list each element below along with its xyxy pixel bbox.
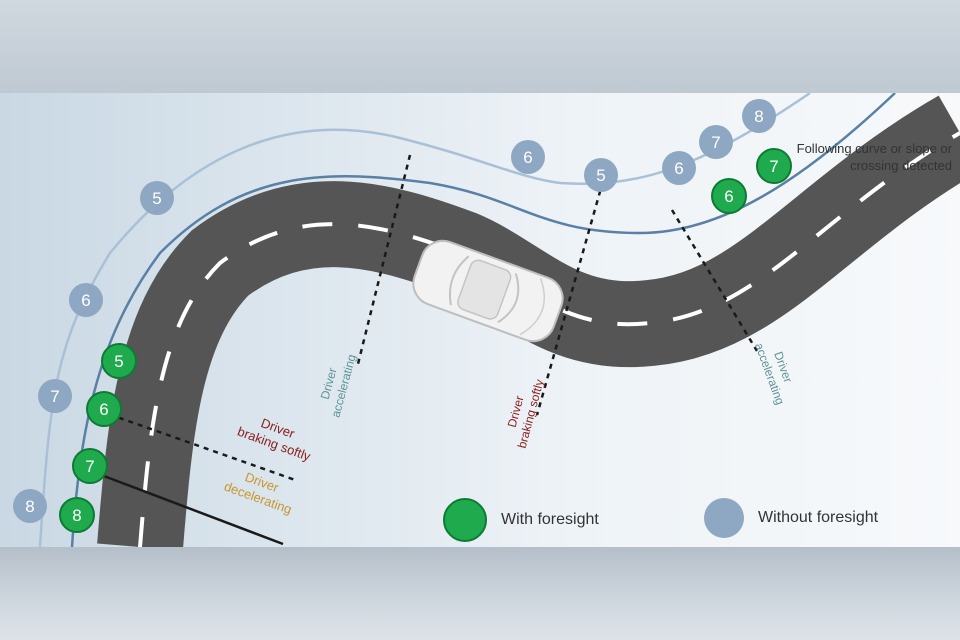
svg-text:6: 6 — [99, 400, 108, 419]
marker-without: 6 — [511, 140, 545, 174]
bottom-band — [0, 547, 960, 640]
marker-with: 6 — [711, 178, 747, 214]
foresight-diagram: Driver accelerating Driver braking softl… — [13, 93, 960, 547]
marker-without: 5 — [140, 181, 174, 215]
brake-mid-label: Driver braking softly — [500, 374, 546, 450]
legend-with-dot — [443, 498, 487, 542]
legend-without-label: Without foresight — [758, 509, 879, 526]
legend-with: With foresight — [443, 498, 599, 542]
decel-left-label: Driver decelerating — [222, 464, 299, 517]
without-foresight-trace — [38, 93, 811, 547]
marker-with: 6 — [86, 391, 122, 427]
marker-without: 7 — [699, 125, 733, 159]
accel-left-label: Driver accelerating — [314, 349, 359, 419]
marker-with: 7 — [756, 148, 792, 184]
with-foresight-trace — [70, 93, 896, 547]
legend-without-dot — [704, 498, 744, 538]
svg-text:8: 8 — [754, 107, 763, 126]
diagram-panel: Driver accelerating Driver braking softl… — [0, 93, 960, 547]
marker-without: 8 — [13, 489, 47, 523]
svg-text:6: 6 — [523, 148, 532, 167]
svg-text:7: 7 — [769, 157, 778, 176]
curve-detected-note: Following curve or slope or crossing det… — [796, 141, 952, 173]
marker-without: 7 — [38, 379, 72, 413]
brake-left-label: Driver braking softly — [236, 409, 319, 464]
legend-without: Without foresight — [704, 498, 878, 538]
svg-text:5: 5 — [152, 189, 161, 208]
svg-text:8: 8 — [72, 506, 81, 525]
marker-without: 6 — [69, 283, 103, 317]
svg-text:6: 6 — [724, 187, 733, 206]
top-band — [0, 0, 960, 93]
marker-with: 5 — [101, 343, 137, 379]
decel-left-line — [95, 471, 284, 546]
legend-with-label: With foresight — [501, 511, 599, 528]
svg-text:7: 7 — [85, 457, 94, 476]
svg-text:5: 5 — [114, 352, 123, 371]
accel-right-label: Driver accelerating — [752, 336, 801, 407]
svg-text:6: 6 — [674, 159, 683, 178]
svg-text:8: 8 — [25, 497, 34, 516]
car — [412, 239, 564, 343]
svg-text:7: 7 — [711, 133, 720, 152]
svg-text:6: 6 — [81, 291, 90, 310]
marker-without: 5 — [584, 158, 618, 192]
marker-with: 8 — [59, 497, 95, 533]
accel-left-line — [355, 154, 412, 369]
brake-mid-line — [535, 180, 605, 416]
svg-text:5: 5 — [596, 166, 605, 185]
accel-right-line — [670, 209, 759, 352]
svg-text:7: 7 — [50, 387, 59, 406]
marker-without: 8 — [742, 99, 776, 133]
marker-with: 7 — [72, 448, 108, 484]
marker-without: 6 — [662, 151, 696, 185]
